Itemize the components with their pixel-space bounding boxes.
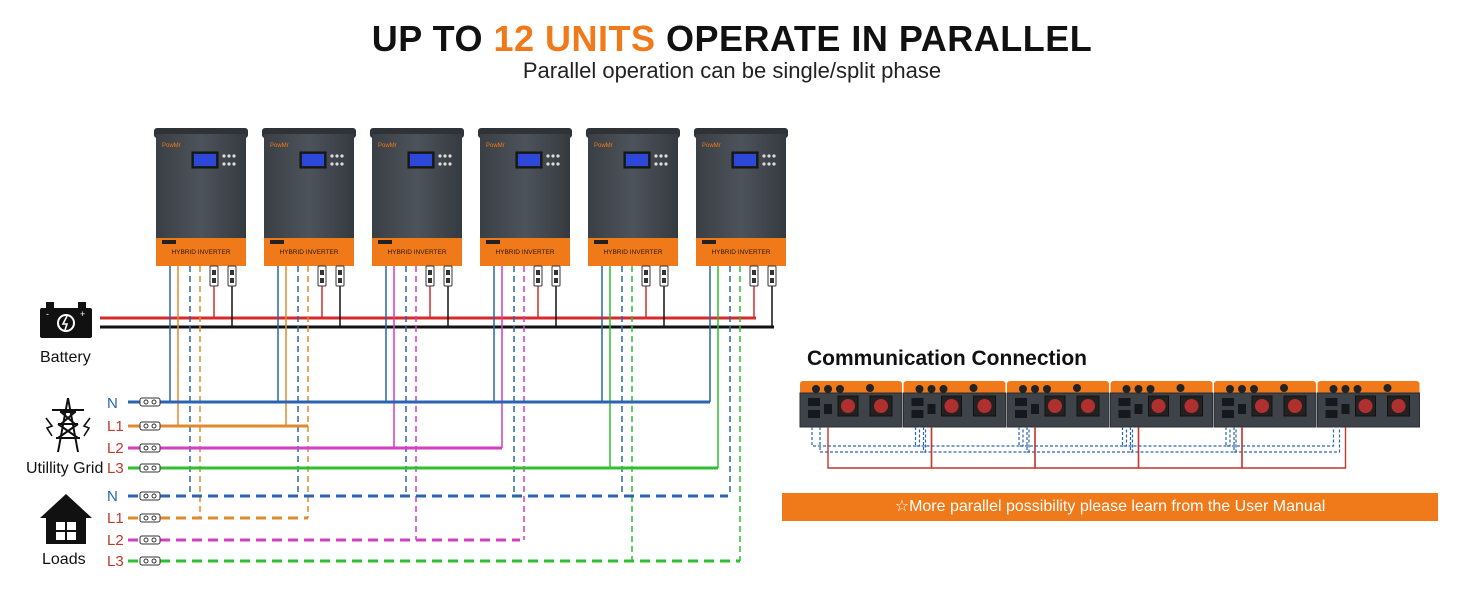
fuse-icon: [227, 265, 237, 287]
terminal-icon: [139, 513, 161, 523]
subtitle: Parallel operation can be single/split p…: [522, 58, 942, 83]
inverter-panel-text: HYBRID INVERTER: [711, 249, 770, 256]
comm-module: [1213, 381, 1317, 428]
comm-link-blue: [1129, 427, 1237, 453]
manual-note-bar: ☆More parallel possibility please learn …: [782, 493, 1438, 521]
terminal-icon: [139, 463, 161, 473]
load-line-l1: L1: [107, 510, 124, 527]
load-line-n: N: [107, 488, 118, 505]
fuse-icon: [641, 265, 651, 287]
fuse-icon: [659, 265, 669, 287]
battery-label: Battery: [40, 349, 91, 366]
svg-text:-: -: [46, 309, 49, 319]
headline-highlight: 12 UNITS: [493, 18, 656, 59]
fuse-icon: [767, 265, 777, 287]
comm-module: [1317, 381, 1420, 428]
wires-layer: [100, 266, 774, 566]
icons-layer: - +: [40, 302, 92, 544]
terminal-icon: [139, 535, 161, 545]
communication-title: Communication Connection: [807, 347, 1087, 370]
inverter-brand: PowMr: [702, 143, 721, 149]
inverter-brand: PowMr: [270, 143, 289, 149]
battery-icon: - +: [40, 302, 92, 338]
comm-layer: [799, 381, 1420, 469]
comm-link-blue: [1018, 427, 1128, 447]
comm-module: [1006, 381, 1110, 428]
inverter-brand: PowMr: [486, 143, 505, 149]
fuse-icon: [551, 265, 561, 287]
inverter-brand: PowMr: [162, 143, 181, 149]
fuse-icon: [209, 265, 219, 287]
grid-line-l1: L1: [107, 418, 124, 435]
terminal-icon: [139, 397, 161, 407]
fuse-icon: [335, 265, 345, 287]
inverter-panel-text: HYBRID INVERTER: [279, 249, 338, 256]
comm-module: [1110, 381, 1213, 428]
comm-link-blue: [1121, 427, 1231, 447]
fuse-icon: [317, 265, 327, 287]
comm-link-blue: [1026, 427, 1134, 453]
inverter-brand: PowMr: [594, 143, 613, 149]
house-icon: [40, 494, 92, 544]
load-line-l3: L3: [107, 553, 124, 570]
fuse-icon: [533, 265, 543, 287]
inverter-panel-text: HYBRID INVERTER: [387, 249, 446, 256]
grid-line-l3: L3: [107, 460, 124, 477]
headline-suffix: OPERATE IN PARALLEL: [655, 18, 1093, 59]
comm-module: [903, 381, 1006, 428]
comm-link-blue: [1233, 427, 1341, 453]
comm-link-red: [1241, 427, 1347, 469]
svg-text:+: +: [80, 309, 85, 319]
comm-link-blue: [914, 427, 1024, 447]
terminal-icon: [139, 491, 161, 501]
fuse-icon: [425, 265, 435, 287]
terminal-icon: [139, 421, 161, 431]
comm-module: [799, 381, 903, 428]
grid-line-n: N: [107, 395, 118, 412]
terminal-icon: [139, 443, 161, 453]
fuse-icon: [443, 265, 453, 287]
comm-link-blue: [922, 427, 1030, 453]
utility-tower-icon: [45, 397, 91, 453]
headline-prefix: UP TO: [371, 18, 494, 59]
loads-label: Loads: [42, 551, 86, 568]
grid-line-l2: L2: [107, 440, 124, 457]
inverter-panel-text: HYBRID INVERTER: [171, 249, 230, 256]
comm-link-blue: [811, 427, 921, 447]
inverter-panel-text: HYBRID INVERTER: [495, 249, 554, 256]
comm-link-blue: [819, 427, 927, 453]
inverter-panel-text: HYBRID INVERTER: [603, 249, 662, 256]
load-line-l2: L2: [107, 532, 124, 549]
grid-label: Utillity Grid: [26, 460, 104, 477]
terminal-icon: [139, 556, 161, 566]
fuse-icon: [749, 265, 759, 287]
comm-link-blue: [1225, 427, 1335, 447]
inverter-brand: PowMr: [378, 143, 397, 149]
headline: UP TO 12 UNITS OPERATE IN PARALLEL: [0, 18, 1464, 60]
